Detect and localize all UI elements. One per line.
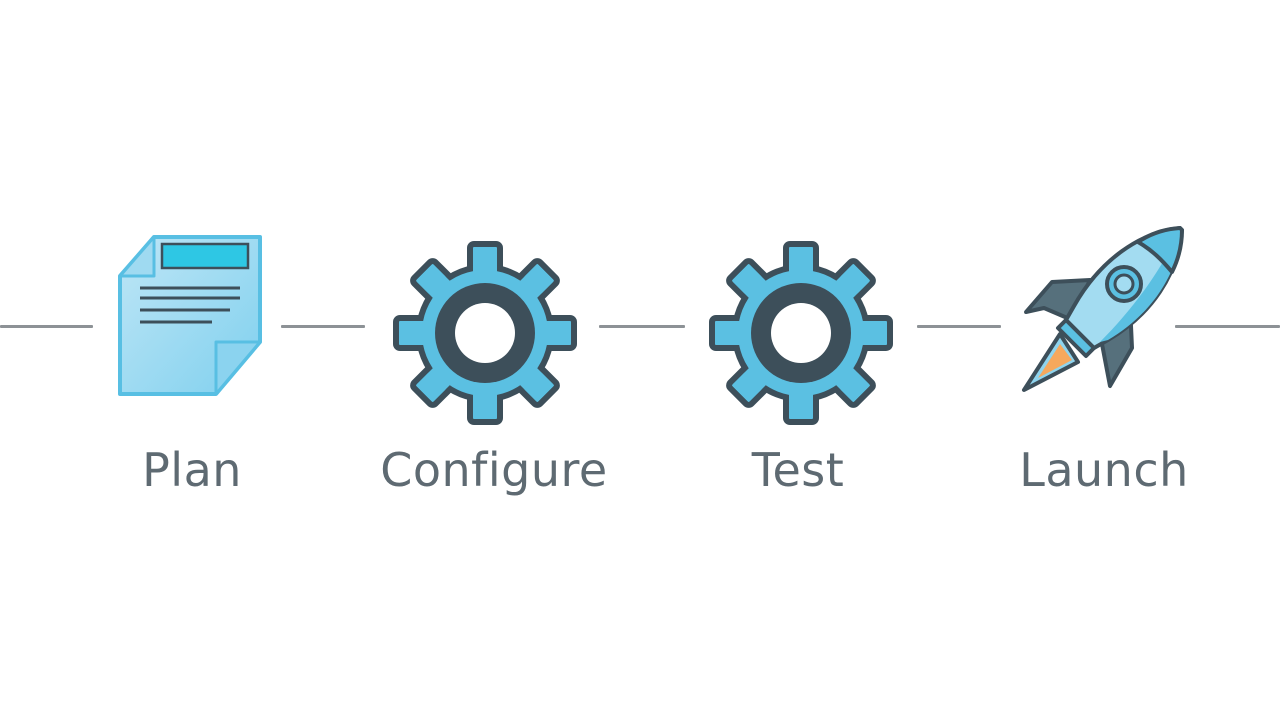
- step-label-launch: Launch: [1019, 443, 1189, 497]
- rocket-icon: [1022, 226, 1184, 392]
- connector-line: [917, 325, 1001, 328]
- connector-line: [281, 325, 365, 328]
- step-label-configure: Configure: [380, 443, 608, 497]
- gear-icon: [709, 241, 893, 425]
- connector-line: [599, 325, 685, 328]
- connector-line: [1175, 325, 1280, 328]
- connector-line: [0, 325, 93, 328]
- step-label-plan: Plan: [142, 443, 242, 497]
- gear-icon: [393, 241, 577, 425]
- step-label-test: Test: [751, 443, 845, 497]
- document-icon: [118, 235, 262, 396]
